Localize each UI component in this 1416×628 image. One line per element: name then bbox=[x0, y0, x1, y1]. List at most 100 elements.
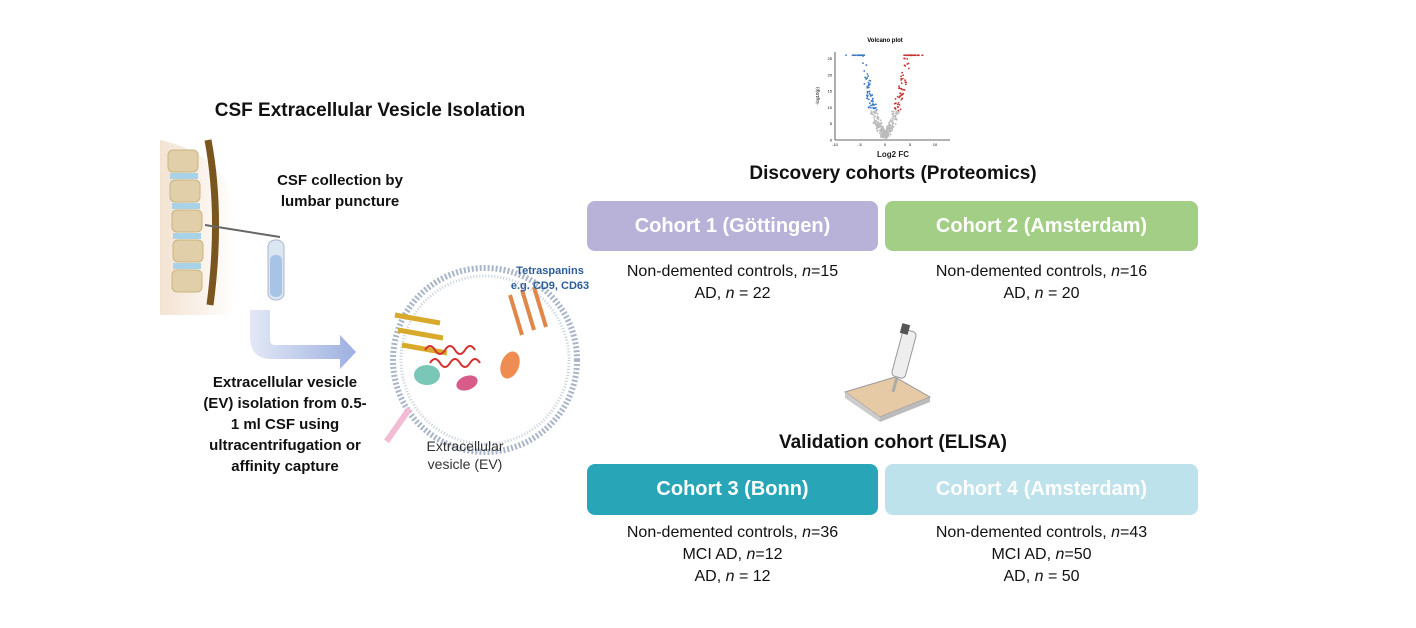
volcano-point bbox=[860, 54, 863, 57]
volcano-point bbox=[898, 85, 900, 88]
isolation-title: CSF Extracellular Vesicle Isolation bbox=[214, 100, 526, 121]
volcano-point bbox=[866, 95, 869, 98]
y-tick-label: 10 bbox=[828, 105, 833, 110]
volcano-point bbox=[890, 120, 892, 122]
volcano-point bbox=[896, 106, 899, 108]
arrow-icon bbox=[250, 310, 356, 369]
x-tick-label: 5 bbox=[909, 142, 912, 147]
y-axis-label: -log10(p) bbox=[815, 86, 820, 105]
volcano-point bbox=[916, 54, 919, 57]
volcano-point bbox=[913, 54, 915, 57]
tetraspanins-label: Tetraspanins e.g. CD9, CD63 bbox=[500, 264, 600, 294]
y-tick-label: 0 bbox=[830, 138, 833, 143]
volcano-point bbox=[873, 103, 875, 106]
volcano-point bbox=[891, 119, 894, 122]
volcano-point bbox=[891, 126, 894, 129]
volcano-point bbox=[873, 120, 876, 123]
volcano-point bbox=[902, 88, 904, 91]
volcano-point bbox=[894, 117, 897, 120]
volcano-point bbox=[869, 95, 872, 97]
cohort-2-info: Non-demented controls, n=16 AD, n = 20 bbox=[885, 261, 1198, 305]
pipette-plate-icon bbox=[843, 323, 932, 422]
volcano-point bbox=[866, 97, 869, 100]
label-line: Tetraspanins bbox=[516, 265, 584, 277]
controls-n: =16 bbox=[1119, 263, 1148, 280]
volcano-point bbox=[884, 129, 887, 132]
volcano-point bbox=[890, 127, 893, 129]
volcano-point bbox=[901, 77, 904, 80]
volcano-point bbox=[921, 54, 924, 57]
mci-n: =12 bbox=[755, 546, 783, 563]
volcano-point bbox=[907, 54, 910, 57]
mci-label: MCI AD, bbox=[682, 546, 747, 563]
volcano-point bbox=[877, 118, 880, 121]
extracellular-vesicle-icon bbox=[384, 265, 580, 455]
volcano-point bbox=[845, 54, 847, 57]
volcano-point bbox=[889, 125, 892, 128]
cohort-3-info: Non-demented controls, n=36 MCI AD, n=12… bbox=[587, 522, 878, 588]
volcano-point bbox=[878, 132, 881, 135]
volcano-point bbox=[894, 107, 896, 109]
volcano-point bbox=[903, 64, 906, 67]
tube-icon bbox=[267, 239, 285, 301]
volcano-point bbox=[891, 122, 894, 124]
volcano-point bbox=[875, 103, 877, 106]
volcano-point bbox=[867, 75, 870, 78]
validation-title: Validation cohort (ELISA) bbox=[778, 432, 1007, 453]
volcano-point bbox=[868, 92, 871, 95]
n-symbol: n bbox=[1055, 546, 1065, 563]
volcano-point bbox=[865, 64, 868, 66]
volcano-point bbox=[898, 111, 901, 113]
volcano-point bbox=[908, 67, 910, 70]
volcano-point bbox=[904, 79, 906, 82]
ad-n: = 12 bbox=[734, 568, 771, 585]
volcano-point bbox=[889, 133, 892, 136]
volcano-point bbox=[891, 129, 894, 132]
volcano-point bbox=[904, 81, 907, 84]
volcano-point bbox=[877, 121, 879, 123]
volcano-point bbox=[886, 134, 889, 137]
n-symbol: n bbox=[802, 263, 811, 280]
x-tick-label: 10 bbox=[933, 142, 938, 147]
volcano-point bbox=[895, 110, 898, 113]
n-symbol: n bbox=[1034, 285, 1044, 302]
x-tick-label: -10 bbox=[832, 142, 839, 147]
volcano-point bbox=[892, 117, 894, 120]
volcano-point bbox=[891, 110, 894, 113]
volcano-point bbox=[871, 94, 874, 96]
volcano-point bbox=[868, 90, 871, 93]
y-tick-label: 5 bbox=[830, 121, 833, 126]
volcano-point bbox=[882, 128, 885, 130]
volcano-point bbox=[875, 120, 878, 122]
volcano-point bbox=[870, 106, 872, 109]
volcano-point bbox=[875, 108, 878, 111]
volcano-point bbox=[863, 82, 866, 85]
ad-label: AD, bbox=[1003, 285, 1035, 302]
volcano-point bbox=[879, 128, 882, 131]
volcano-point bbox=[868, 83, 870, 86]
volcano-point bbox=[852, 54, 855, 57]
ad-n: = 20 bbox=[1043, 285, 1080, 302]
volcano-point bbox=[867, 86, 870, 89]
y-tick-label: 20 bbox=[828, 72, 833, 77]
volcano-point bbox=[883, 130, 885, 133]
label-line: e.g. CD9, CD63 bbox=[510, 280, 590, 292]
ad-label: AD, bbox=[694, 285, 726, 302]
volcano-point bbox=[857, 54, 860, 57]
x-axis-label: Log2 FC bbox=[877, 150, 909, 159]
ev-isolation-illustration bbox=[160, 139, 580, 455]
cohort-4-box: Cohort 4 (Amsterdam) bbox=[885, 464, 1198, 515]
volcano-point bbox=[880, 130, 883, 133]
volcano-point bbox=[870, 100, 873, 102]
x-tick-label: -5 bbox=[858, 142, 862, 147]
volcano-point bbox=[914, 54, 917, 57]
spine-icon bbox=[160, 139, 237, 315]
volcano-point bbox=[903, 54, 905, 57]
volcano-point bbox=[897, 101, 900, 104]
volcano-point bbox=[871, 97, 874, 100]
volcano-point bbox=[873, 119, 876, 121]
volcano-point bbox=[894, 123, 897, 125]
volcano-point bbox=[894, 114, 897, 117]
volcano-point bbox=[900, 77, 903, 80]
volcano-point bbox=[866, 73, 869, 75]
